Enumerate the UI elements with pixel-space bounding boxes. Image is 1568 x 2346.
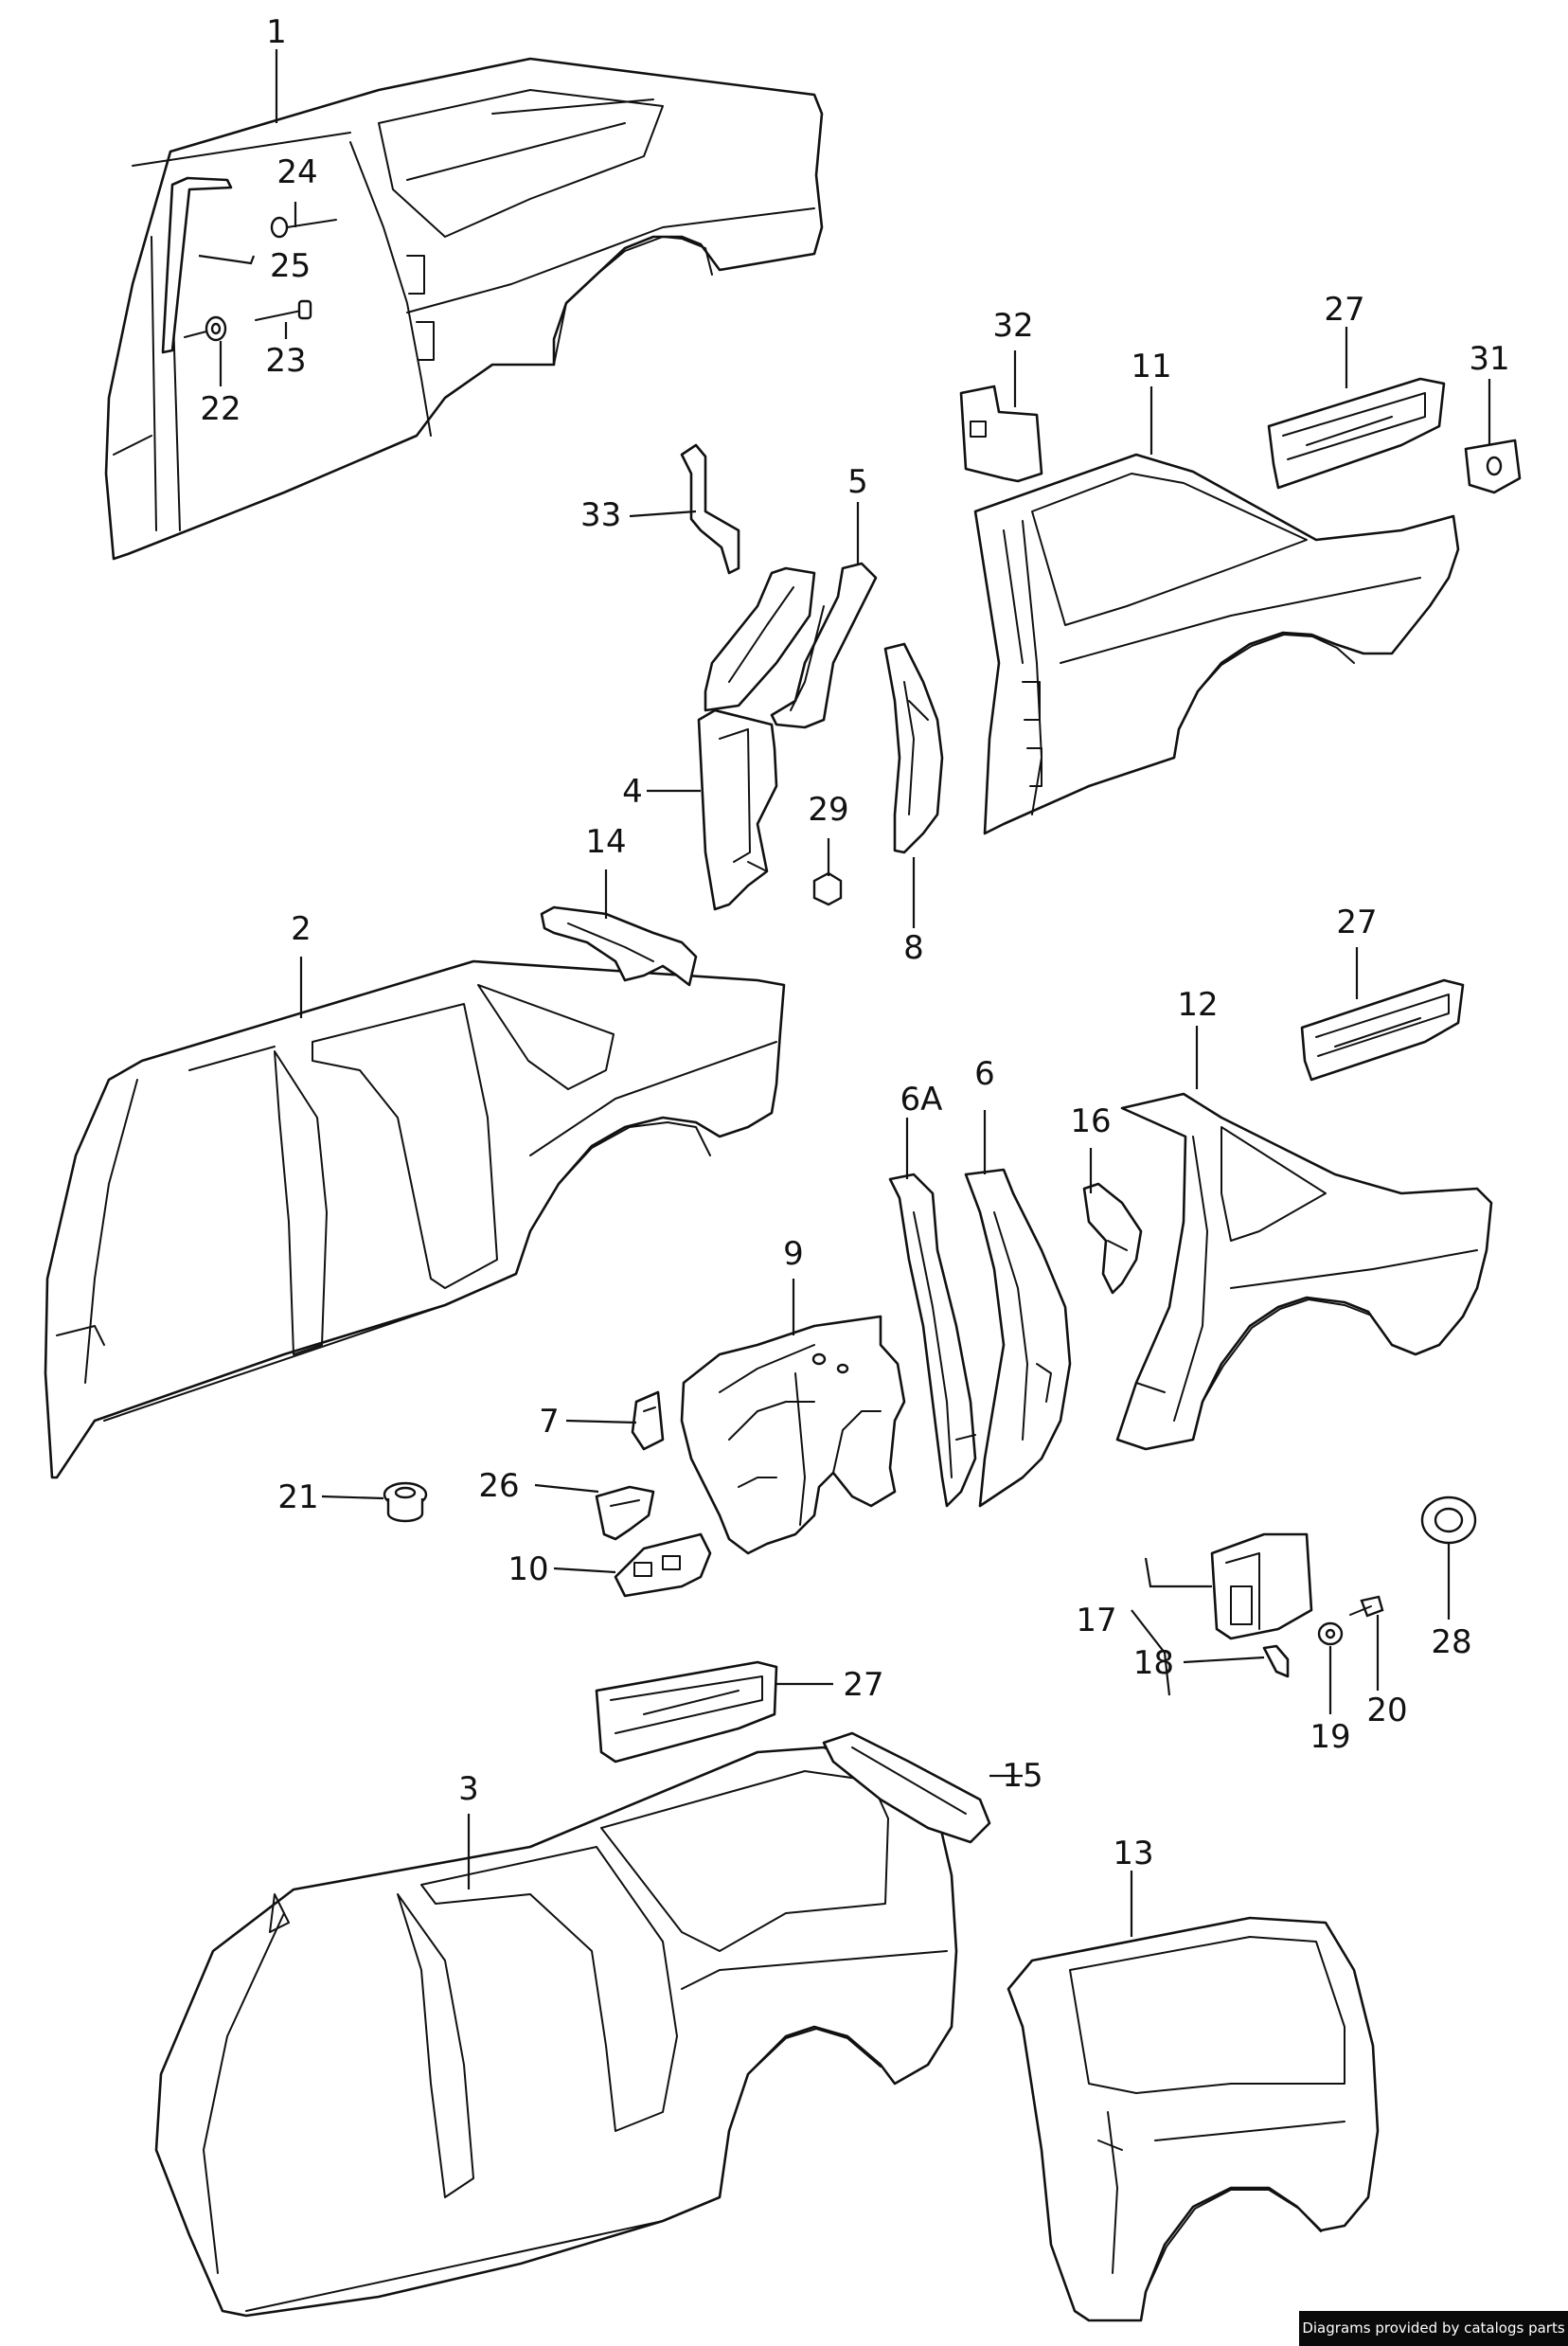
credit-banner: Diagrams provided by catalogs parts xyxy=(1299,2311,1568,2346)
part-31-cap xyxy=(1464,439,1522,494)
callout-1: 1 xyxy=(266,13,287,51)
callout-22: 22 xyxy=(200,390,241,428)
callout-2: 2 xyxy=(291,910,312,948)
callout-26: 26 xyxy=(478,1467,519,1505)
part-19-washer xyxy=(1317,1621,1344,1646)
part-10-plate xyxy=(614,1532,712,1598)
callout-9: 9 xyxy=(783,1235,804,1273)
callout-8: 8 xyxy=(903,929,924,967)
part-2-side-panel-4door xyxy=(44,959,786,1479)
part-8-pillar xyxy=(883,642,944,854)
callout-21: 21 xyxy=(277,1478,318,1516)
part-26-bracket xyxy=(595,1485,655,1541)
callout-16: 16 xyxy=(1070,1102,1111,1140)
part-5-pillar xyxy=(770,562,878,729)
callout-24: 24 xyxy=(276,153,317,191)
callout-6a: 6A xyxy=(900,1081,943,1119)
part-28-grommet xyxy=(1420,1495,1477,1545)
callout-17: 17 xyxy=(1076,1602,1116,1639)
callout-15: 15 xyxy=(1002,1757,1042,1795)
part-18-pin xyxy=(1262,1644,1290,1678)
part-27-reinforcement-mid xyxy=(1300,978,1465,1082)
callout-labels: 1 24 25 23 22 33 5 32 11 27 31 4 29 8 14… xyxy=(200,13,1509,1872)
callout-5: 5 xyxy=(847,463,868,501)
part-15-rail xyxy=(822,1731,991,1844)
callout-31: 31 xyxy=(1469,340,1509,378)
part-1-side-panel-2door xyxy=(104,57,824,561)
part-9-wheel-housing xyxy=(680,1315,906,1555)
callout-23: 23 xyxy=(265,342,306,380)
part-32-plate xyxy=(959,385,1043,483)
callout-18: 18 xyxy=(1133,1644,1174,1682)
callout-3: 3 xyxy=(458,1770,479,1808)
part-22-washer xyxy=(184,315,227,342)
part-6a-pillar xyxy=(888,1173,977,1508)
callout-27-bottom: 27 xyxy=(843,1666,883,1704)
part-7-clip xyxy=(631,1390,665,1451)
callout-25: 25 xyxy=(270,247,311,285)
callout-12: 12 xyxy=(1177,986,1218,1024)
part-11-rear-quarter-panel xyxy=(973,453,1460,835)
callout-27-mid: 27 xyxy=(1336,904,1377,941)
part-6-pillar xyxy=(964,1168,1072,1508)
part-3-side-panel-wagon xyxy=(154,1746,958,2318)
callout-33: 33 xyxy=(580,496,621,534)
callout-19: 19 xyxy=(1310,1718,1350,1756)
part-14-bracket xyxy=(540,905,698,987)
part-16-bracket xyxy=(1082,1182,1143,1295)
part-12-rear-quarter-panel xyxy=(1115,1092,1493,1451)
callout-6: 6 xyxy=(974,1055,995,1093)
callout-28: 28 xyxy=(1431,1623,1471,1661)
part-13-rear-quarter-wagon xyxy=(1007,1916,1380,2322)
callout-11: 11 xyxy=(1131,348,1171,385)
part-23-bolt xyxy=(255,299,312,321)
callout-14: 14 xyxy=(585,823,626,861)
part-17-fuel-door xyxy=(1210,1532,1313,1640)
part-27-reinforcement-top xyxy=(1267,377,1446,490)
callout-29: 29 xyxy=(808,791,848,829)
part-29-nut xyxy=(812,871,843,906)
leader-lines xyxy=(198,49,1491,1937)
part-4-pillar xyxy=(697,566,816,911)
callout-13: 13 xyxy=(1113,1835,1153,1872)
part-21-grommet xyxy=(383,1481,428,1523)
callout-4: 4 xyxy=(622,773,643,811)
callout-10: 10 xyxy=(508,1550,548,1588)
part-27-reinforcement-bottom xyxy=(595,1660,778,1764)
part-33-bracket xyxy=(680,443,740,575)
callout-32: 32 xyxy=(992,307,1033,345)
part-20-screw xyxy=(1349,1595,1384,1618)
callout-20: 20 xyxy=(1366,1692,1407,1729)
callout-27-top: 27 xyxy=(1324,291,1364,329)
part-25-strip xyxy=(161,176,233,354)
callout-7: 7 xyxy=(539,1403,560,1441)
